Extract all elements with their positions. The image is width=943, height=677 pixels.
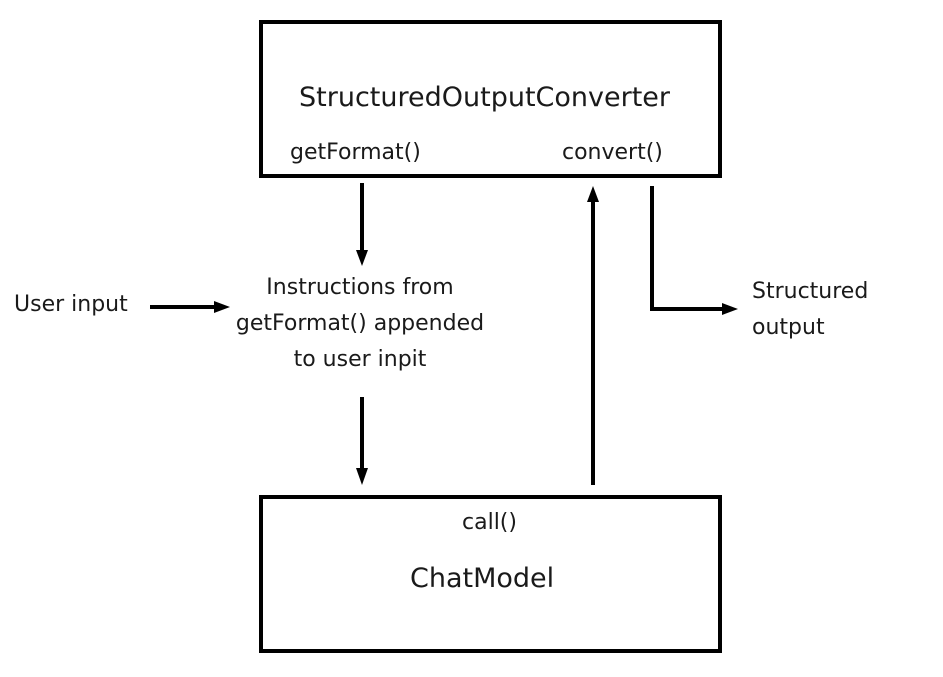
user-input-label: User input — [14, 292, 128, 317]
structured-output-converter-box — [259, 20, 722, 178]
arrow-convert-to-output — [650, 186, 738, 315]
instructions-line-1: Instructions from — [266, 275, 454, 300]
call-method-label: call() — [462, 510, 517, 535]
instructions-line-3: to user inpit — [293, 347, 427, 372]
converter-title: StructuredOutputConverter — [299, 82, 670, 113]
chat-model-box — [259, 495, 722, 653]
getformat-method-label: getFormat() — [290, 140, 421, 165]
chat-model-title: ChatModel — [410, 563, 555, 594]
instructions-text: Instructions from getFormat() appended t… — [210, 270, 510, 378]
output-line-2: output — [752, 315, 825, 340]
structured-output-text: Structured output — [752, 274, 868, 346]
output-line-1: Structured — [752, 279, 869, 304]
instructions-line-2: getFormat() appended — [235, 311, 485, 336]
arrow-getformat-to-instructions — [356, 183, 368, 266]
arrow-instructions-to-chatmodel — [356, 397, 368, 485]
convert-method-label: convert() — [562, 140, 663, 165]
arrow-chatmodel-to-convert — [587, 186, 599, 485]
arrow-user-input — [150, 301, 230, 313]
